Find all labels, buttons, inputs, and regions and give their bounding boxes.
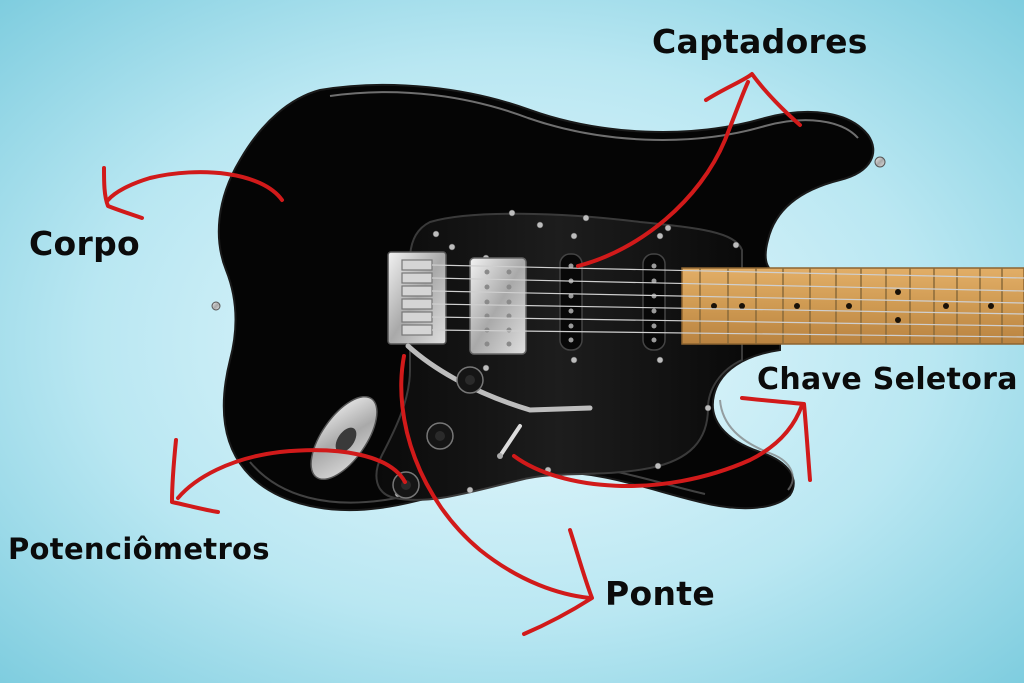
pickup-middle (559, 253, 583, 351)
label-chave-seletora: Chave Seletora (757, 362, 1018, 397)
arrowhead-ponte (522, 528, 594, 636)
strap-button-side (211, 301, 221, 311)
arrowhead-potenciometros (170, 438, 220, 514)
arrow-captadores (576, 80, 750, 268)
arrow-ponte (399, 354, 592, 600)
label-corpo: Corpo (29, 224, 140, 263)
label-potenciometros: Potenciômetros (8, 532, 270, 566)
arrow-corpo (106, 170, 284, 202)
arrow-potenciometros (176, 448, 407, 500)
strings (431, 264, 1024, 338)
arrowhead-captadores (704, 72, 802, 127)
neck (681, 267, 1024, 345)
output-jack (310, 395, 378, 481)
arrowhead-corpo (102, 166, 144, 220)
arrowhead-chave (740, 396, 812, 482)
body-highlight (329, 91, 859, 141)
volume-knob (456, 366, 484, 394)
arrow-chave (512, 403, 804, 488)
strap-button-top (874, 156, 886, 168)
frets (699, 268, 1003, 344)
arrows (102, 72, 812, 636)
fret-markers (711, 289, 994, 323)
label-captadores: Captadores (652, 22, 868, 61)
pickup-neck (642, 253, 666, 351)
selector-switch (497, 424, 522, 459)
label-ponte: Ponte (605, 574, 716, 613)
tone-knob-2 (392, 471, 420, 499)
tone-knob (426, 422, 454, 450)
cutaway-highlight (719, 399, 794, 491)
